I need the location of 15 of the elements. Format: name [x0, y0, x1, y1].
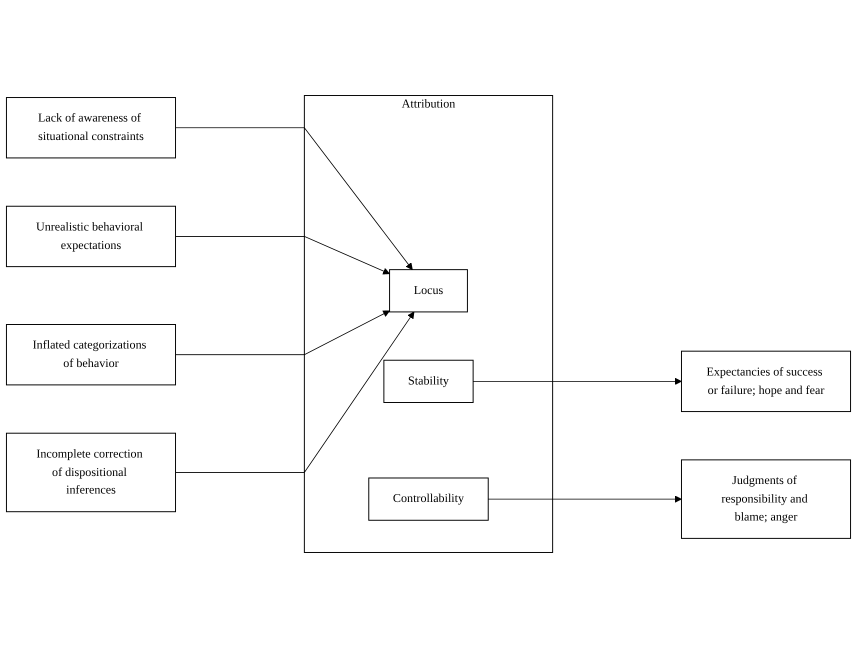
node-box: Stability [383, 360, 474, 403]
arrow [175, 236, 390, 274]
node-box: Judgments of responsibility and blame; anger [680, 459, 852, 539]
arrow [175, 127, 413, 270]
arrow [175, 312, 414, 473]
node-box: Lack of awareness of situational constraints [6, 97, 176, 158]
arrow [472, 378, 682, 385]
arrow [488, 496, 682, 503]
node-box: Locus [389, 269, 468, 312]
node-box: Controllability [368, 478, 489, 521]
node-box: Inflated categorizations of behavior [6, 324, 176, 386]
node-box: Unrealistic behavioral expectations [6, 206, 176, 268]
node-box: Incomplete correction of dispositional inferences [6, 432, 176, 512]
arrow [175, 310, 390, 356]
node-box: Expectancies of success or failure; hope and fear [680, 350, 852, 412]
